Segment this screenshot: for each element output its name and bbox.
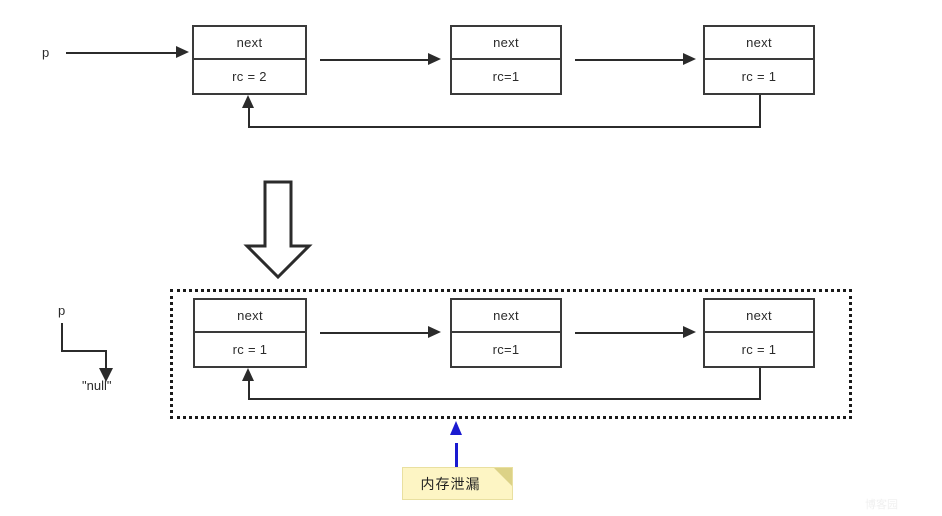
top-cycle-left-segment — [248, 106, 250, 128]
note-fold-icon — [494, 468, 512, 486]
memory-leak-arrow-head — [450, 421, 462, 435]
top-node-2-next: next — [452, 27, 560, 60]
bottom-node-2: next rc=1 — [450, 298, 562, 368]
top-node-2-rc: rc=1 — [492, 69, 520, 84]
top-node-3: next rc = 1 — [703, 25, 815, 95]
bottom-node-3-next: next — [705, 300, 813, 333]
bottom-link-1-head — [428, 326, 441, 338]
bottom-pointer-horizontal — [61, 350, 107, 352]
top-node-2: next rc=1 — [450, 25, 562, 95]
top-pointer-arrow-line — [66, 52, 178, 54]
bottom-cycle-arrow-head — [242, 368, 254, 381]
top-node-1: next rc = 2 — [192, 25, 307, 95]
top-pointer-arrow-head — [176, 46, 189, 58]
bottom-pointer-vertical — [61, 323, 63, 351]
leaked-group-region — [170, 289, 852, 419]
memory-leak-arrow-stem — [455, 443, 458, 467]
bottom-cycle-right-segment — [759, 368, 761, 400]
memory-leak-note-text: 内存泄漏 — [420, 476, 481, 493]
bottom-pointer-label: p — [58, 303, 66, 318]
bottom-link-2-line — [575, 332, 685, 334]
bottom-pointer-drop — [105, 350, 107, 370]
top-node-1-rc: rc = 2 — [232, 69, 267, 84]
bottom-node-1: next rc = 1 — [193, 298, 307, 368]
bottom-node-3-rc: rc = 1 — [741, 342, 777, 357]
bottom-cycle-bottom-segment — [248, 398, 761, 400]
top-pointer-label: p — [42, 45, 50, 60]
top-node-1-next: next — [194, 27, 305, 60]
bottom-node-2-next: next — [452, 300, 560, 333]
bottom-link-2-head — [683, 326, 696, 338]
top-link-1-head — [428, 53, 441, 65]
memory-leak-note: 内存泄漏 — [402, 467, 513, 500]
top-node-3-rc: rc = 1 — [741, 69, 777, 84]
big-down-arrow-icon — [243, 180, 313, 285]
top-link-1-line — [320, 59, 430, 61]
bottom-node-1-rc: rc = 1 — [232, 342, 268, 357]
null-label: "null" — [82, 378, 112, 393]
bottom-node-3: next rc = 1 — [703, 298, 815, 368]
top-cycle-bottom-segment — [248, 126, 761, 128]
bottom-pointer-arrow-head — [99, 368, 113, 382]
bottom-cycle-left-segment — [248, 379, 250, 400]
bottom-node-1-next: next — [195, 300, 305, 333]
top-link-2-head — [683, 53, 696, 65]
top-cycle-right-segment — [759, 95, 761, 128]
watermark-label: 博客园 — [865, 498, 898, 511]
top-node-3-next: next — [705, 27, 813, 60]
top-cycle-arrow-head — [242, 95, 254, 108]
top-link-2-line — [575, 59, 685, 61]
bottom-node-2-rc: rc=1 — [492, 342, 520, 357]
bottom-link-1-line — [320, 332, 430, 334]
